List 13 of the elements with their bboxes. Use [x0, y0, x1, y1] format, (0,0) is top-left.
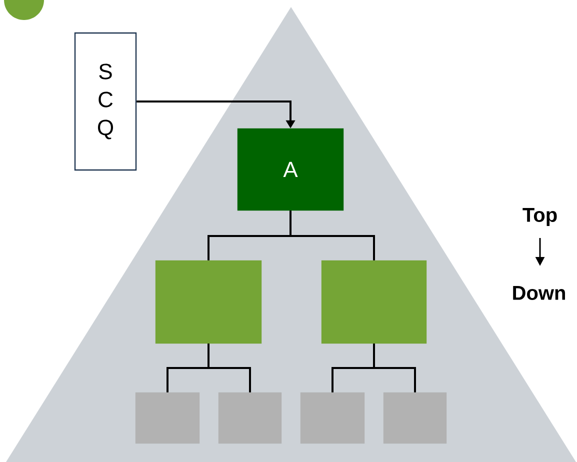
top-box: A	[237, 128, 344, 211]
leaf-box	[218, 392, 282, 444]
leaf-box	[135, 392, 200, 444]
connector	[208, 344, 251, 392]
branch-box	[321, 260, 427, 344]
leaf-box	[300, 392, 365, 444]
text-box: S C Q	[74, 32, 137, 171]
direction-label: Down	[513, 286, 565, 300]
connector	[373, 344, 416, 392]
connector	[290, 210, 375, 260]
leaf-box	[383, 392, 447, 444]
branch-box	[155, 260, 262, 344]
direction-label: Top	[522, 208, 557, 226]
